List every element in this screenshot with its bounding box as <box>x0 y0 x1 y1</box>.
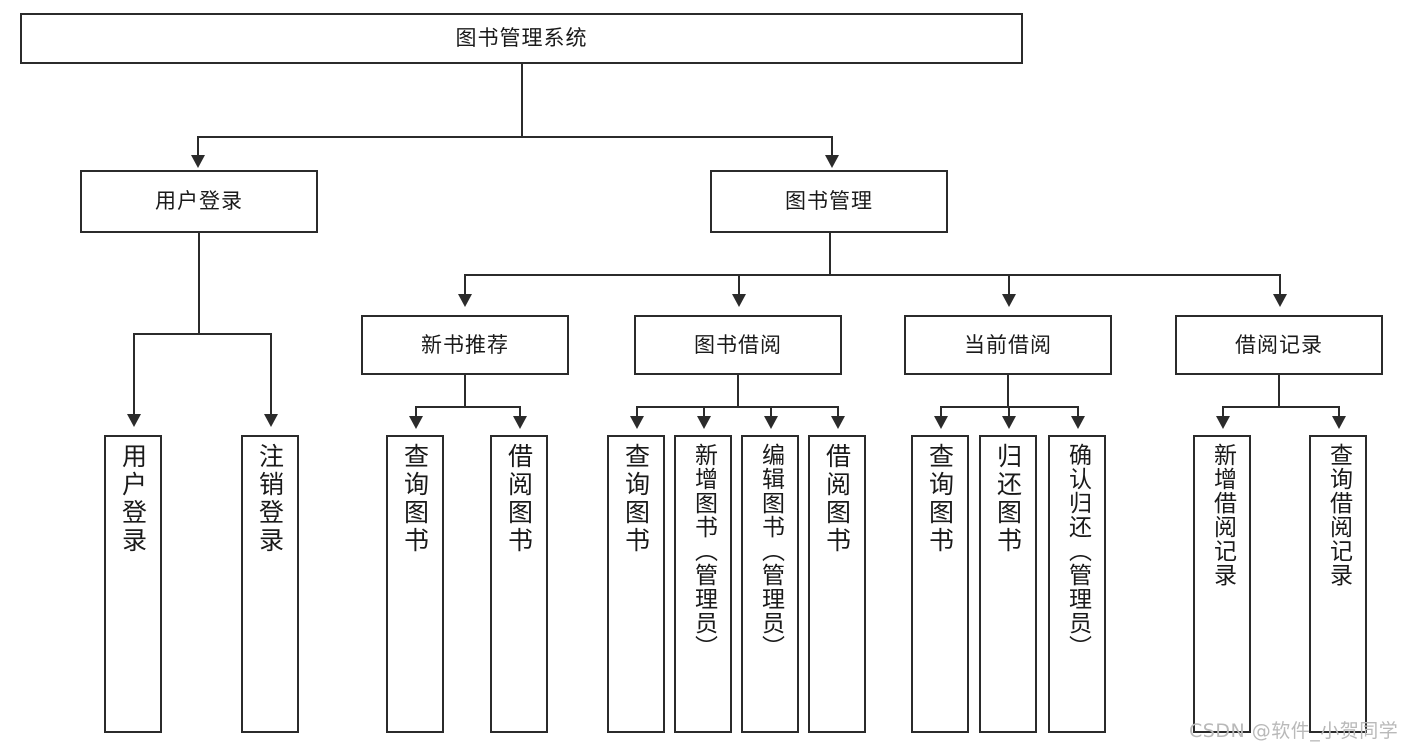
node-root-label: 图书管理系统 <box>455 26 588 51</box>
watermark-text: CSDN @软件_小贺同学 <box>1189 720 1399 742</box>
node-leaf-query-record[interactable]: 查询借阅记录 <box>1309 435 1367 733</box>
edge-nbr-stem <box>464 375 466 407</box>
node-leaf-confirm-return[interactable]: 确认归还（管理员） <box>1048 435 1106 733</box>
node-leaf-return-book[interactable]: 归还图书 <box>979 435 1037 733</box>
node-leaf-query-book-2[interactable]: 查询图书 <box>607 435 665 733</box>
edge-bm-drop-3 <box>1008 274 1010 296</box>
node-book-borrow-label: 图书借阅 <box>694 332 782 357</box>
arrow-bm-to-book-borrow <box>732 294 746 307</box>
edge-bb-stem <box>737 375 739 407</box>
edge-bb-drop-1 <box>636 406 638 418</box>
node-user-login-label: 用户登录 <box>155 189 243 214</box>
arrow-nbr-leaf-2 <box>513 416 527 429</box>
edge-book-management-stem <box>829 233 831 275</box>
edge-cb-stem <box>1007 375 1009 407</box>
arrow-root-to-user-login <box>191 155 205 168</box>
arrow-bb-leaf-4 <box>831 416 845 429</box>
edge-root-bar <box>197 136 833 138</box>
node-leaf-add-record[interactable]: 新增借阅记录 <box>1193 435 1251 733</box>
node-leaf-borrow-book-1[interactable]: 借阅图书 <box>490 435 548 733</box>
node-book-management-label: 图书管理 <box>785 189 873 214</box>
edge-br-bar <box>1222 406 1340 408</box>
edge-bm-drop-4 <box>1279 274 1281 296</box>
edge-nbr-drop-2 <box>519 406 521 418</box>
node-leaf-user-logout-label: 注销登录 <box>255 443 285 555</box>
edge-root-stem <box>521 64 523 137</box>
node-leaf-user-logout[interactable]: 注销登录 <box>241 435 299 733</box>
node-borrow-record-label: 借阅记录 <box>1235 332 1323 357</box>
edge-book-management-bar <box>464 274 1281 276</box>
arrow-bb-leaf-2 <box>697 416 711 429</box>
node-book-management[interactable]: 图书管理 <box>710 170 948 233</box>
node-leaf-query-book-1-label: 查询图书 <box>400 443 430 555</box>
node-leaf-query-book-3[interactable]: 查询图书 <box>911 435 969 733</box>
arrow-br-leaf-2 <box>1332 416 1346 429</box>
node-current-borrow-label: 当前借阅 <box>964 332 1052 357</box>
edge-user-login-bar <box>133 333 272 335</box>
arrow-br-leaf-1 <box>1216 416 1230 429</box>
node-leaf-edit-book[interactable]: 编辑图书（管理员） <box>741 435 799 733</box>
node-leaf-edit-book-label: 编辑图书（管理员） <box>757 443 784 659</box>
edge-cb-drop-3 <box>1077 406 1079 418</box>
node-leaf-add-book[interactable]: 新增图书（管理员） <box>674 435 732 733</box>
edge-bm-drop-2 <box>738 274 740 296</box>
edge-nbr-bar <box>415 406 521 408</box>
arrow-nbr-leaf-1 <box>409 416 423 429</box>
node-leaf-borrow-book-2-label: 借阅图书 <box>822 443 852 555</box>
arrow-root-to-book-management <box>825 155 839 168</box>
arrow-bm-to-borrow-record <box>1273 294 1287 307</box>
node-leaf-user-login-label: 用户登录 <box>118 443 148 555</box>
node-leaf-query-book-3-label: 查询图书 <box>925 443 955 555</box>
arrow-user-login-leaf-2 <box>264 414 278 427</box>
node-current-borrow[interactable]: 当前借阅 <box>904 315 1112 375</box>
edge-br-stem <box>1278 375 1280 407</box>
edge-br-drop-2 <box>1338 406 1340 418</box>
node-book-borrow[interactable]: 图书借阅 <box>634 315 842 375</box>
node-leaf-borrow-book-2[interactable]: 借阅图书 <box>808 435 866 733</box>
node-leaf-borrow-book-1-label: 借阅图书 <box>504 443 534 555</box>
node-leaf-query-record-label: 查询借阅记录 <box>1325 443 1352 587</box>
node-leaf-user-login[interactable]: 用户登录 <box>104 435 162 733</box>
edge-bm-drop-1 <box>464 274 466 296</box>
edge-user-login-drop-2 <box>270 333 272 416</box>
edge-bb-bar <box>636 406 839 408</box>
edge-nbr-drop-1 <box>415 406 417 418</box>
arrow-bm-to-current-borrow <box>1002 294 1016 307</box>
edge-cb-drop-1 <box>940 406 942 418</box>
edge-cb-drop-2 <box>1008 406 1010 418</box>
node-leaf-add-book-label: 新增图书（管理员） <box>690 443 717 659</box>
edge-bb-drop-3 <box>770 406 772 418</box>
node-leaf-confirm-return-label: 确认归还（管理员） <box>1064 443 1091 659</box>
arrow-cb-leaf-1 <box>934 416 948 429</box>
node-leaf-add-record-label: 新增借阅记录 <box>1209 443 1236 587</box>
node-root[interactable]: 图书管理系统 <box>20 13 1023 64</box>
arrow-cb-leaf-3 <box>1071 416 1085 429</box>
arrow-user-login-leaf-1 <box>127 414 141 427</box>
arrow-cb-leaf-2 <box>1002 416 1016 429</box>
edge-br-drop-1 <box>1222 406 1224 418</box>
node-new-book-recommend[interactable]: 新书推荐 <box>361 315 569 375</box>
edge-user-login-drop-1 <box>133 333 135 416</box>
node-leaf-query-book-1[interactable]: 查询图书 <box>386 435 444 733</box>
node-borrow-record[interactable]: 借阅记录 <box>1175 315 1383 375</box>
edge-root-to-book-management <box>831 136 833 158</box>
arrow-bm-to-new-book-recommend <box>458 294 472 307</box>
node-new-book-recommend-label: 新书推荐 <box>421 332 509 357</box>
edge-root-to-user-login <box>197 136 199 158</box>
arrow-bb-leaf-1 <box>630 416 644 429</box>
arrow-bb-leaf-3 <box>764 416 778 429</box>
node-leaf-return-book-label: 归还图书 <box>993 443 1023 555</box>
edge-bb-drop-4 <box>837 406 839 418</box>
node-leaf-query-book-2-label: 查询图书 <box>621 443 651 555</box>
node-user-login[interactable]: 用户登录 <box>80 170 318 233</box>
edge-bb-drop-2 <box>703 406 705 418</box>
edge-user-login-stem <box>198 233 200 334</box>
